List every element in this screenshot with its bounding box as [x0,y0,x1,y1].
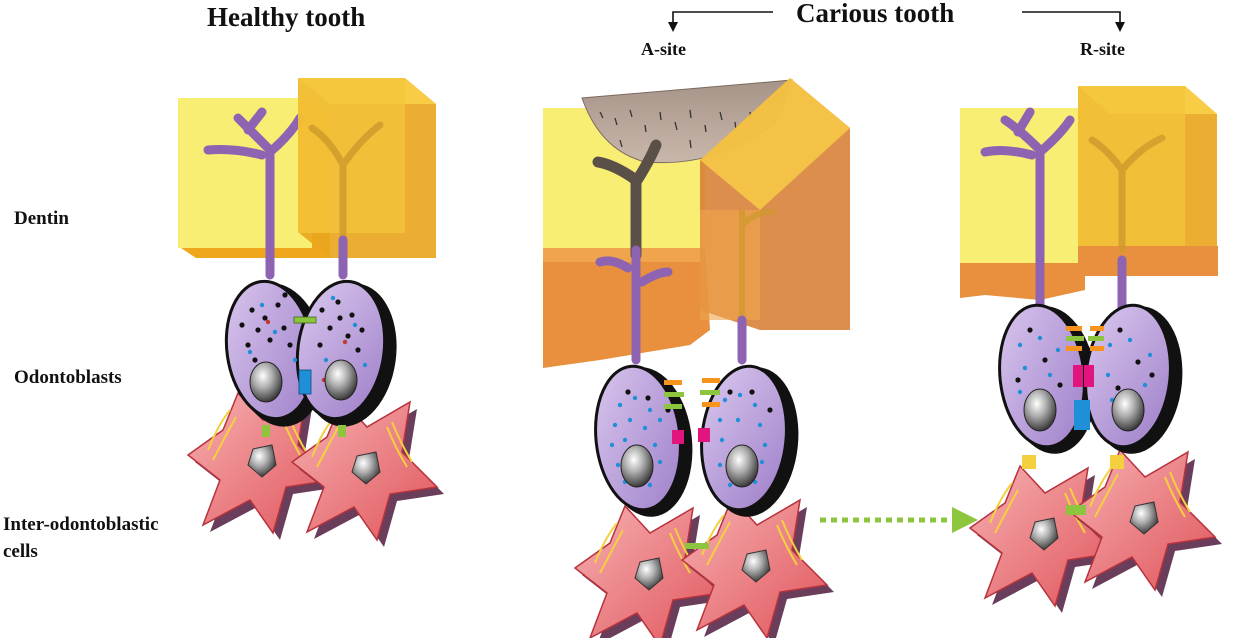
dentin-label: Dentin [14,208,69,229]
r-site-panel [960,86,1223,614]
a-site-panel [543,11,1125,638]
inter-odontoblastic-label: Inter-odontoblastic cells [3,511,159,565]
healthy-tooth-panel [178,78,445,548]
a-site-label: A-site [641,39,686,59]
healthy-tooth-title: Healthy tooth [207,2,366,32]
inter-odontoblastic-line1: Inter-odontoblastic [3,514,159,535]
odontoblasts-label: Odontoblasts [14,367,122,388]
r-site-label: R-site [1080,39,1125,59]
inter-odontoblastic-line2: cells [3,541,38,562]
carious-tooth-title: Carious tooth [796,0,955,28]
